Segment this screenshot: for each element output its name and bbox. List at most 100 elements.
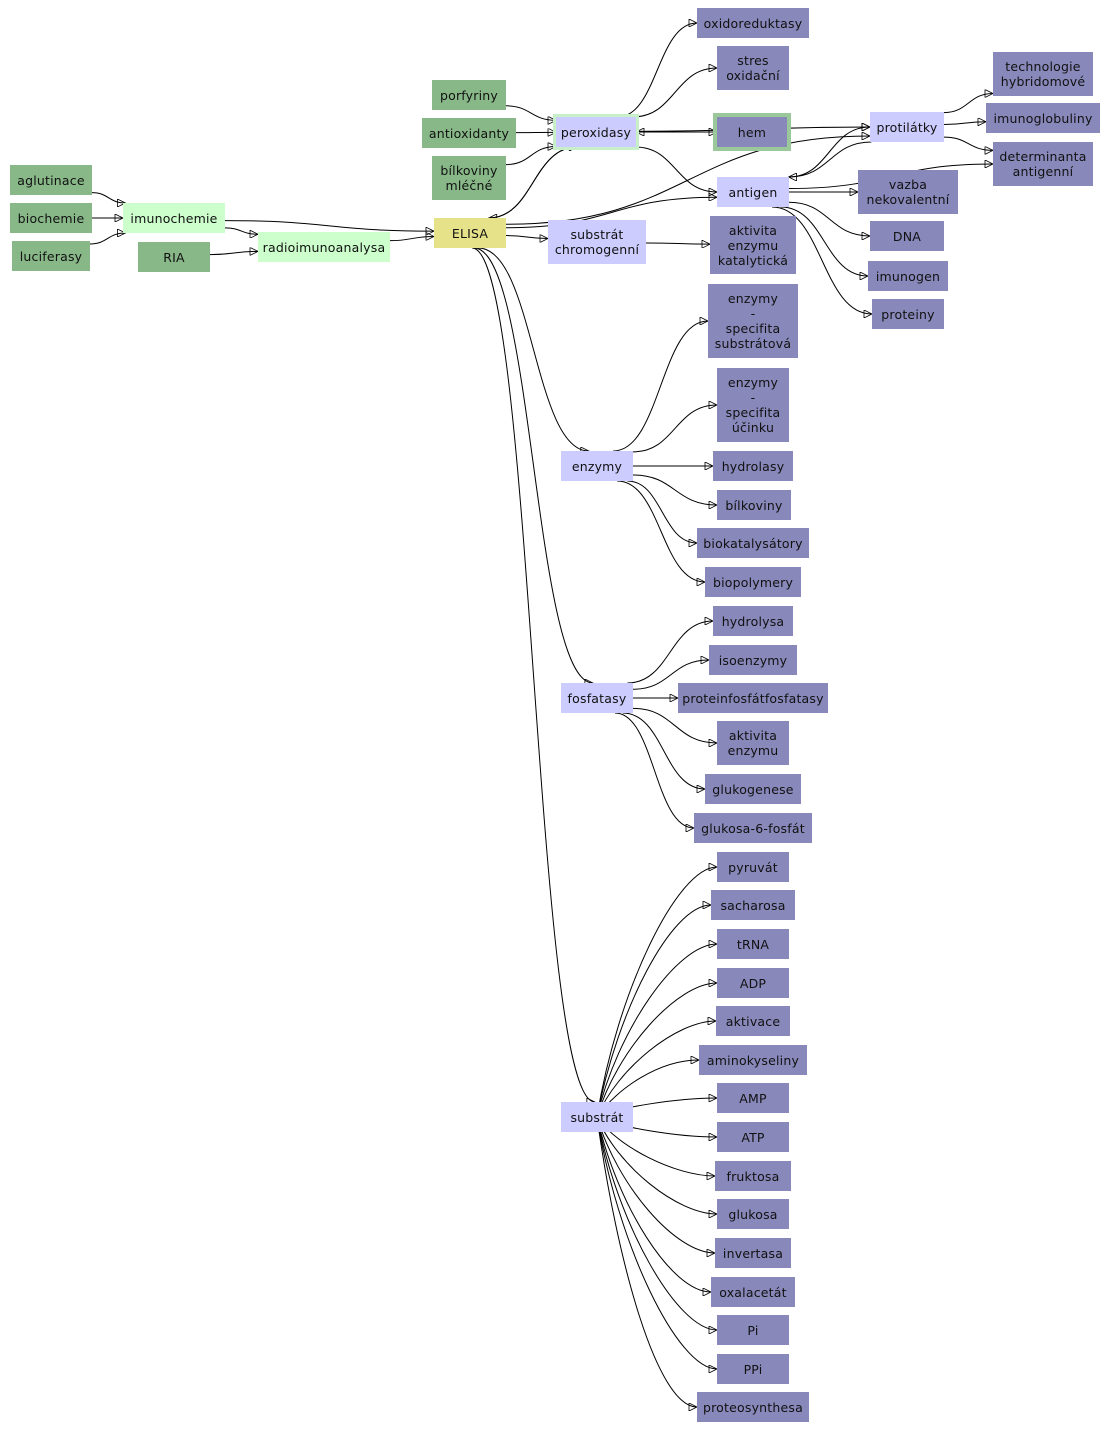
node-radioimunoanalysa: radioimunoanalysa [258, 232, 390, 262]
node-glukogenese: glukogenese [705, 774, 801, 804]
node-enz-spec-uc: enzymy - specifita účinku [717, 368, 789, 442]
node-glukosa: glukosa [717, 1199, 789, 1229]
edge-protilatky-to-technologie [943, 93, 993, 114]
node-protilatky: protilátky [870, 112, 944, 142]
node-antioxidanty: antioxidanty [422, 118, 516, 148]
edge-antigen-to-dna [788, 201, 870, 236]
node-aminokyseliny: aminokyseliny [699, 1045, 807, 1075]
node-amp: AMP [717, 1083, 789, 1113]
node-aglutinace: aglutinace [10, 165, 92, 195]
node-substrat-chromogenni: substrát chromogenní [548, 220, 646, 264]
edge-substrat-to-invertasa [596, 1116, 715, 1253]
node-elisa: ELISA [434, 218, 506, 248]
edge-elisa-to-antigen [505, 197, 717, 229]
edge-elisa-to-fosfatasy [474, 247, 593, 683]
edge-protilatky-to-imunoglobuliny [943, 122, 986, 125]
node-imunoglobuliny: imunoglobuliny [986, 103, 1100, 133]
node-fosfatasy: fosfatasy [561, 683, 633, 713]
edge-substrat-to-proteosynthesa [596, 1116, 697, 1407]
node-isoenzymy: isoenzymy [709, 645, 797, 675]
node-hem: hem [717, 117, 787, 147]
node-proteiny: proteiny [872, 299, 944, 329]
edge-radioimunoanalysa-to-elisa [389, 236, 434, 242]
edge-aglutinace-to-imunochemie [91, 192, 125, 203]
node-biopolymery: biopolymery [705, 567, 801, 597]
node-glukosa6: glukosa-6-fosfát [694, 813, 812, 843]
edge-enzymy-to-bilkoviny [632, 474, 717, 505]
edge-substrat-to-adp [596, 983, 717, 1118]
node-enzymy: enzymy [561, 451, 633, 481]
node-ria: RIA [138, 242, 210, 272]
node-aktivita-enzymu: aktivita enzymu [717, 721, 789, 765]
edge-fosfatasy-to-hydrolysa [627, 621, 713, 684]
edge-substrat-to-sacharosa [596, 905, 711, 1118]
edge-fosfatasy-to-isoenzymy [632, 660, 709, 690]
node-hydrolysa: hydrolysa [713, 606, 793, 636]
node-proteosynthesa: proteosynthesa [697, 1392, 809, 1422]
node-vazba: vazba nekovalentní [858, 170, 958, 214]
edge-enzymy-to-enz-spec-sub [613, 321, 708, 452]
edge-bilkoviny-mlecne-to-peroxidasy [505, 146, 556, 166]
node-fruktosa: fruktosa [715, 1161, 791, 1191]
node-biochemie: biochemie [10, 203, 92, 233]
edge-peroxidasy-to-stres [632, 68, 717, 118]
edge-substrat-to-glukosa [596, 1116, 717, 1214]
edge-luciferasy-to-imunochemie [89, 233, 125, 245]
edge-imunochemie-to-elisa [224, 220, 434, 232]
edge-fosfatasy-to-aktivita-enzymu [632, 707, 717, 743]
edge-protilatky-to-determinanta [943, 136, 993, 150]
edge-porfyriny-to-peroxidasy [505, 105, 556, 121]
edge-enzymy-to-enz-spec-uc [632, 405, 717, 453]
edge-fosfatasy-to-glukogenese [622, 712, 705, 789]
edge-elisa-to-substrat [472, 247, 595, 1102]
node-pi: Pi [717, 1315, 789, 1345]
node-hydrolasy: hydrolasy [713, 451, 793, 481]
edge-substrat-to-ppi [596, 1116, 717, 1369]
edge-fosfatasy-to-glukosa6 [614, 712, 694, 828]
edge-antigen-to-imunogen [780, 206, 868, 276]
edge-elisa-to-substrat-chromogenni [505, 236, 548, 239]
node-atp: ATP [717, 1122, 789, 1152]
edge-substrat-to-trna [596, 944, 717, 1118]
node-porfyriny: porfyriny [432, 80, 506, 110]
node-bilkoviny-mlecne: bílkoviny mléčné [432, 156, 506, 200]
edge-substrat-to-pi [596, 1116, 717, 1330]
edge-peroxidasy-to-antigen [635, 146, 717, 192]
node-proteinfosfat: proteinfosfátfosfatasy [678, 683, 828, 713]
node-imunogen: imunogen [868, 261, 948, 291]
node-stres: stres oxidační [717, 46, 789, 90]
node-bilkoviny: bílkoviny [717, 490, 791, 520]
edge-antigen-to-proteiny [772, 206, 872, 314]
edge-substrat-to-oxalacetat [596, 1116, 711, 1292]
node-sacharosa: sacharosa [711, 890, 795, 920]
node-oxidoreduktasy: oxidoreduktasy [697, 8, 809, 38]
edge-elisa-to-protilatky [505, 136, 870, 225]
edge-substrat-to-aktivace [596, 1021, 716, 1118]
node-aktivita-katalyticka: aktivita enzymu katalytická [710, 216, 796, 274]
node-peroxidasy: peroxidasy [556, 117, 636, 147]
node-determinanta: determinanta antigenní [993, 142, 1093, 186]
edge-imunochemie-to-radioimunoanalysa [224, 227, 258, 234]
edge-peroxidasy-to-elisa [489, 146, 578, 218]
node-aktivace: aktivace [716, 1006, 790, 1036]
edge-peroxidasy-to-oxidoreduktasy [617, 23, 697, 118]
edge-ria-to-radioimunoanalysa [209, 251, 258, 254]
edge-enzymy-to-biopolymery [617, 480, 705, 582]
node-luciferasy: luciferasy [12, 241, 90, 271]
node-dna: DNA [870, 221, 944, 251]
node-substrat: substrát [561, 1102, 633, 1132]
edge-substrat-chromogenni-to-aktivita-katalyticka [645, 243, 710, 244]
node-oxalacetat: oxalacetát [711, 1277, 795, 1307]
node-adp: ADP [717, 968, 789, 998]
node-antigen: antigen [717, 177, 789, 207]
edge-enzymy-to-biokatalysatory [627, 480, 697, 543]
node-enz-spec-sub: enzymy - specifita substrátová [708, 284, 798, 358]
edge-elisa-to-enzymy [478, 247, 589, 451]
edge-substrat-to-pyruvat [596, 867, 717, 1118]
edge-antigen-to-protilatky [788, 127, 870, 178]
node-pyruvat: pyruvát [717, 852, 789, 882]
node-ppi: PPi [717, 1354, 789, 1384]
node-biokatalysatory: biokatalysátory [697, 528, 809, 558]
